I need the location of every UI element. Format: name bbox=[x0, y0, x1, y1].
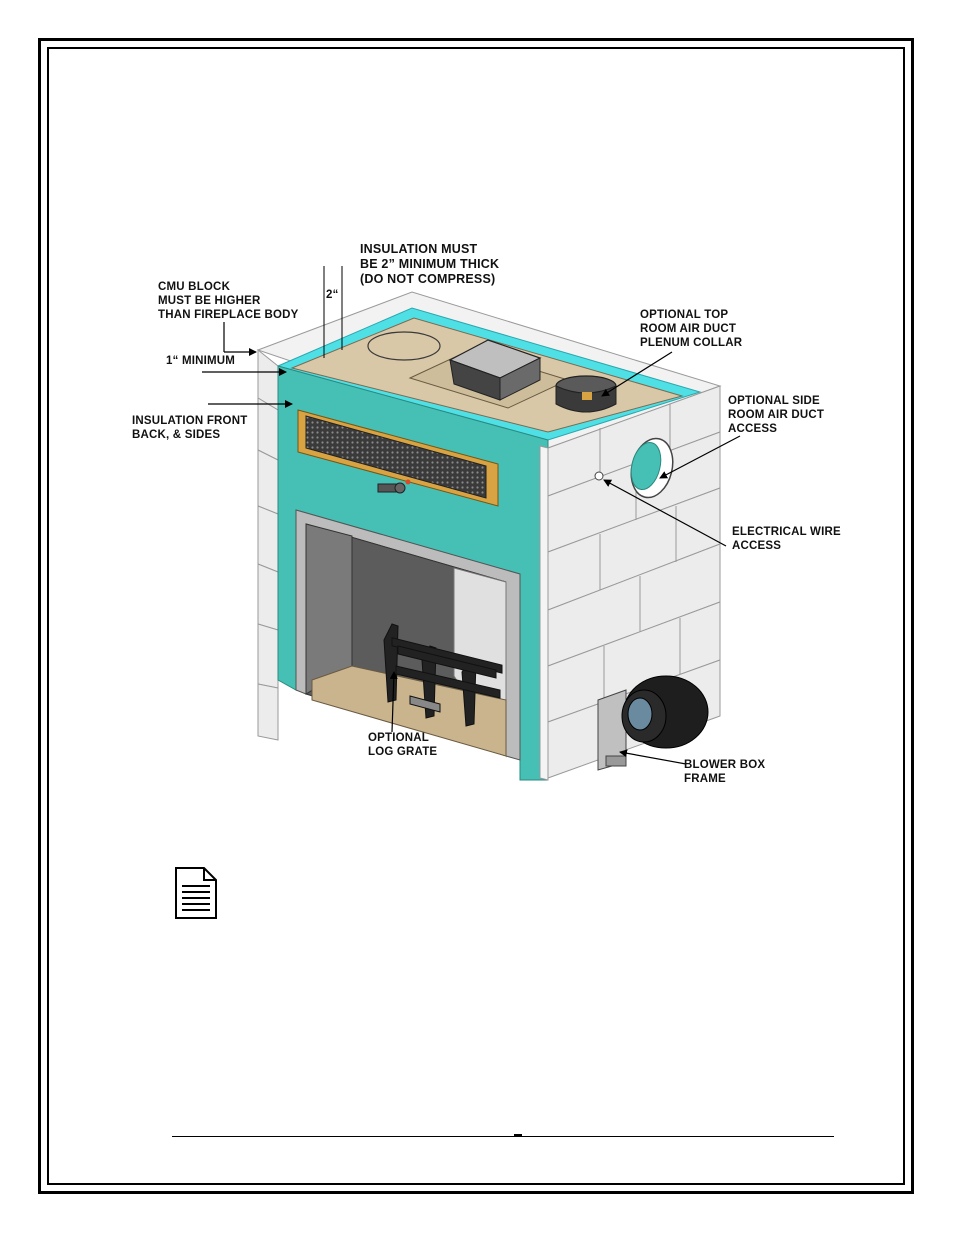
log-grate-arrow bbox=[389, 671, 398, 733]
side-duct-arrow bbox=[659, 435, 741, 479]
cmu-right-joints bbox=[599, 404, 681, 700]
document-icon bbox=[175, 867, 217, 919]
top-collar-arrow bbox=[601, 351, 673, 397]
footer-page-mark bbox=[514, 1134, 522, 1137]
label-top-duct: OPTIONAL TOP ROOM AIR DUCT PLENUM COLLAR bbox=[640, 309, 743, 349]
page-border-inner bbox=[47, 47, 905, 1185]
page-border-outer bbox=[38, 38, 914, 1194]
label-one-inch-min: 1“ MINIMUM bbox=[166, 355, 236, 367]
cmu-left-column bbox=[257, 348, 279, 741]
label-insulation-thickness: INSULATION MUST BE 2” MINIMUM THICK (DO … bbox=[360, 242, 500, 286]
firebox-floor bbox=[311, 665, 507, 757]
label-insulation-front: INSULATION FRONT BACK, & SIDES bbox=[132, 415, 248, 441]
electrical-wire-hole bbox=[594, 471, 604, 481]
control-knob bbox=[377, 479, 411, 494]
footer-rule bbox=[172, 1136, 834, 1137]
blower-box bbox=[597, 675, 709, 771]
side-duct-inner bbox=[630, 441, 662, 491]
cmu-front-right-column bbox=[539, 445, 549, 781]
log-grate bbox=[383, 623, 503, 727]
label-log-grate: OPTIONAL LOG GRATE bbox=[368, 732, 438, 758]
electrical-arrow bbox=[603, 479, 727, 547]
label-do-not-compress: (DO NOT COMPRESS) bbox=[360, 272, 496, 286]
grille-mesh bbox=[305, 415, 487, 499]
round-collar-tag bbox=[582, 392, 592, 400]
label-blower-box: BLOWER BOX FRAME bbox=[684, 759, 766, 785]
label-side-duct: OPTIONAL SIDE ROOM AIR DUCT ACCESS bbox=[728, 395, 825, 435]
label-electrical: ELECTRICAL WIRE ACCESS bbox=[732, 526, 841, 552]
blower-arrow bbox=[619, 749, 687, 765]
label-cmu-block: CMU BLOCK MUST BE HIGHER THAN FIREPLACE … bbox=[158, 281, 299, 321]
top-hole-outline bbox=[367, 331, 441, 361]
label-two-inch: 2“ bbox=[326, 289, 339, 301]
top-plenum-collar-side bbox=[499, 357, 541, 401]
